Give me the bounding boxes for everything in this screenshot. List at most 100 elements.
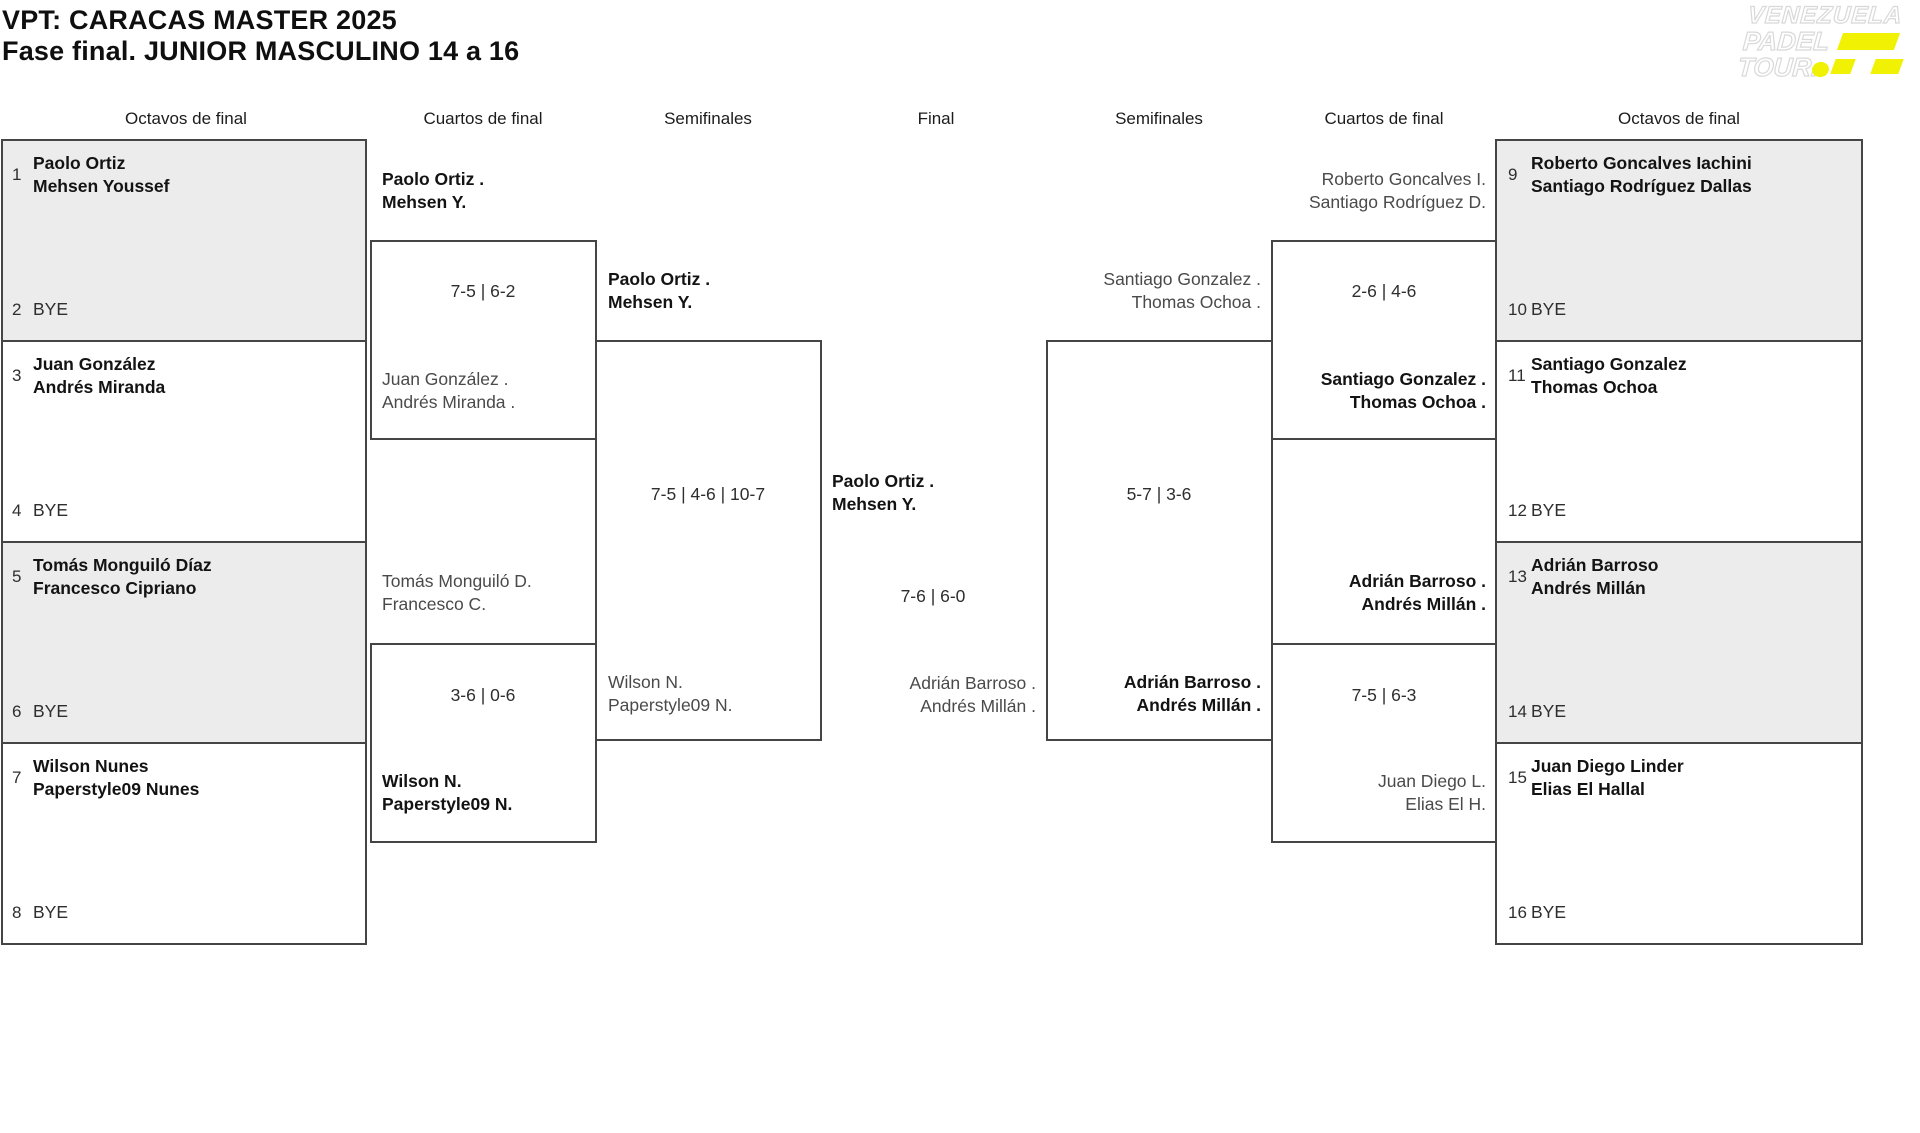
match-slot-top: 15 Juan Diego Linder Elias El Hallal bbox=[1497, 755, 1861, 801]
octavos-match-box-11-12: 11 Santiago Gonzalez Thomas Ochoa 12 BYE bbox=[1495, 340, 1863, 543]
team-names: Wilson Nunes Paperstyle09 Nunes bbox=[33, 755, 199, 801]
team-names: Adrián Barroso Andrés Millán bbox=[1531, 554, 1658, 600]
match-slot-top: 13 Adrián Barroso Andrés Millán bbox=[1497, 554, 1861, 600]
octavos-match-box-9-10: 9 Roberto Goncalves Iachini Santiago Rod… bbox=[1495, 139, 1863, 342]
cuartos-right-top-score: 2-6 | 4-6 bbox=[1351, 281, 1417, 301]
team-name-line: Santiago Rodríguez Dallas bbox=[1531, 176, 1752, 196]
team-name-line: Paperstyle09 N. bbox=[382, 794, 513, 814]
team-name-line: Mehsen Youssef bbox=[33, 176, 170, 196]
team-name-line: Juan González . bbox=[382, 369, 509, 389]
match-slot-bye: 10 BYE bbox=[1497, 299, 1566, 320]
seed-number: 9 bbox=[1508, 165, 1518, 184]
bye-label: BYE bbox=[1531, 902, 1567, 922]
team-name-line: Juan Diego L. bbox=[1378, 771, 1486, 791]
team-name-line: Wilson N. bbox=[608, 672, 683, 692]
tournament-title: VPT: CARACAS MASTER 2025 bbox=[2, 5, 397, 35]
team-name-line: Andrés Millán . bbox=[1361, 594, 1486, 614]
cuartos-right-top-team-a: Roberto Goncalves I. Santiago Rodríguez … bbox=[1309, 168, 1486, 214]
octavos-match-box-3-4: 3 Juan González Andrés Miranda 4 BYE bbox=[1, 340, 367, 543]
team-name-line: Wilson Nunes bbox=[33, 756, 149, 776]
logo-text-venezuela: VENEZUELA bbox=[1746, 1, 1904, 29]
team-name-line: Andrés Millán . bbox=[920, 696, 1036, 716]
seed-number: 8 bbox=[12, 902, 22, 922]
bye-label: BYE bbox=[33, 299, 69, 319]
match-slot-top: 9 Roberto Goncalves Iachini Santiago Rod… bbox=[1497, 152, 1861, 198]
round-header-octavos-right: Octavos de final bbox=[1618, 109, 1740, 128]
final-team-b: Adrián Barroso . Andrés Millán . bbox=[910, 672, 1036, 718]
team-name-line: Elias El H. bbox=[1405, 794, 1486, 814]
round-header-semis-left: Semifinales bbox=[664, 109, 752, 128]
team-name-line: Andrés Millán . bbox=[1136, 695, 1261, 715]
team-names: Tomás Monguiló Díaz Francesco Cipriano bbox=[33, 554, 212, 600]
round-header-cuartos-right: Cuartos de final bbox=[1324, 109, 1444, 128]
semifinal-left-team-b: Wilson N. Paperstyle09 N. bbox=[608, 671, 733, 717]
cuartos-right-bottom-score: 7-5 | 6-3 bbox=[1351, 685, 1417, 705]
team-name-line: Elias El Hallal bbox=[1531, 779, 1645, 799]
match-slot-top: 11 Santiago Gonzalez Thomas Ochoa bbox=[1497, 353, 1861, 399]
team-name-line: Thomas Ochoa . bbox=[1131, 292, 1261, 312]
team-name-line: Tomás Monguiló Díaz bbox=[33, 555, 212, 575]
match-slot-top: 1 Paolo Ortiz Mehsen Youssef bbox=[3, 152, 365, 198]
cuartos-left-top-score: 7-5 | 6-2 bbox=[450, 281, 516, 301]
match-slot-bye: 2 BYE bbox=[3, 299, 68, 320]
team-name-line: Juan González bbox=[33, 354, 156, 374]
bye-label: BYE bbox=[1531, 299, 1567, 319]
team-name-line: Paolo Ortiz bbox=[33, 153, 126, 173]
logo-yellow-bar-small-icon bbox=[1830, 59, 1856, 74]
semifinal-right-team-a: Santiago Gonzalez . Thomas Ochoa . bbox=[1103, 268, 1261, 314]
round-header-cuartos-left: Cuartos de final bbox=[423, 109, 543, 128]
seed-number: 3 bbox=[12, 366, 22, 385]
team-name-line: Paolo Ortiz . bbox=[608, 269, 711, 289]
cuartos-right-bottom-team-b: Juan Diego L. Elias El H. bbox=[1378, 770, 1486, 816]
bye-label: BYE bbox=[33, 500, 69, 520]
team-name-line: Francesco Cipriano bbox=[33, 578, 197, 598]
bye-label: BYE bbox=[33, 902, 69, 922]
match-slot-top: 3 Juan González Andrés Miranda bbox=[3, 353, 365, 399]
match-slot-bye: 8 BYE bbox=[3, 902, 68, 923]
logo-text-tour: TOUR. bbox=[1736, 51, 1820, 82]
octavos-match-box-1-2: 1 Paolo Ortiz Mehsen Youssef 2 BYE bbox=[1, 139, 367, 342]
team-name-line: Mehsen Y. bbox=[382, 192, 467, 212]
semifinal-right-box bbox=[1046, 340, 1273, 741]
team-name-line: Santiago Gonzalez . bbox=[1103, 269, 1261, 289]
bye-label: BYE bbox=[1531, 500, 1567, 520]
logo-yellow-bar-big-icon bbox=[1870, 59, 1904, 74]
team-name-line: Adrián Barroso . bbox=[1123, 672, 1261, 692]
team-name-line: Paolo Ortiz . bbox=[832, 471, 935, 491]
final-score: 7-6 | 6-0 bbox=[900, 586, 966, 606]
octavos-match-box-13-14: 13 Adrián Barroso Andrés Millán 14 BYE bbox=[1495, 541, 1863, 744]
bye-label: BYE bbox=[33, 701, 69, 721]
team-name-line: Andrés Miranda . bbox=[382, 392, 516, 412]
seed-number: 2 bbox=[12, 299, 22, 319]
cuartos-left-bottom-score: 3-6 | 0-6 bbox=[450, 685, 516, 705]
page-title-block: VPT: CARACAS MASTER 2025 Fase final. JUN… bbox=[2, 5, 519, 67]
final-team-a: Paolo Ortiz . Mehsen Y. bbox=[832, 470, 934, 516]
seed-number: 11 bbox=[1508, 366, 1526, 385]
seed-number: 7 bbox=[12, 768, 22, 787]
team-name-line: Santiago Gonzalez bbox=[1531, 354, 1687, 374]
seed-number: 16 bbox=[1508, 902, 1527, 922]
semifinal-left-score: 7-5 | 4-6 | 10-7 bbox=[650, 484, 766, 504]
cuartos-left-top-team-b: Juan González . Andrés Miranda . bbox=[382, 368, 515, 414]
cuartos-right-top-box bbox=[1271, 240, 1497, 440]
cuartos-left-bottom-team-b: Wilson N. Paperstyle09 N. bbox=[382, 770, 512, 816]
semifinal-right-team-b: Adrián Barroso . Andrés Millán . bbox=[1124, 671, 1261, 717]
team-name-line: Juan Diego Linder bbox=[1531, 756, 1684, 776]
team-name-line: Andrés Miranda bbox=[33, 377, 166, 397]
logo-yellow-bar-top-icon bbox=[1836, 33, 1901, 50]
cuartos-left-bottom-box bbox=[370, 643, 597, 843]
team-name-line: Mehsen Y. bbox=[832, 494, 917, 514]
semifinal-right-score: 5-7 | 3-6 bbox=[1126, 484, 1192, 504]
team-name-line: Mehsen Y. bbox=[608, 292, 693, 312]
octavos-match-box-7-8: 7 Wilson Nunes Paperstyle09 Nunes 8 BYE bbox=[1, 742, 367, 945]
cuartos-right-top-team-b: Santiago Gonzalez . Thomas Ochoa . bbox=[1321, 368, 1486, 414]
cuartos-right-bottom-team-a: Adrián Barroso . Andrés Millán . bbox=[1349, 570, 1486, 616]
match-slot-top: 5 Tomás Monguiló Díaz Francesco Cipriano bbox=[3, 554, 365, 600]
team-name-line: Roberto Goncalves Iachini bbox=[1531, 153, 1752, 173]
seed-number: 10 bbox=[1508, 299, 1527, 319]
match-slot-bye: 16 BYE bbox=[1497, 902, 1566, 923]
octavos-match-box-15-16: 15 Juan Diego Linder Elias El Hallal 16 … bbox=[1495, 742, 1863, 945]
match-slot-bye: 14 BYE bbox=[1497, 701, 1566, 722]
seed-number: 14 bbox=[1508, 701, 1527, 721]
